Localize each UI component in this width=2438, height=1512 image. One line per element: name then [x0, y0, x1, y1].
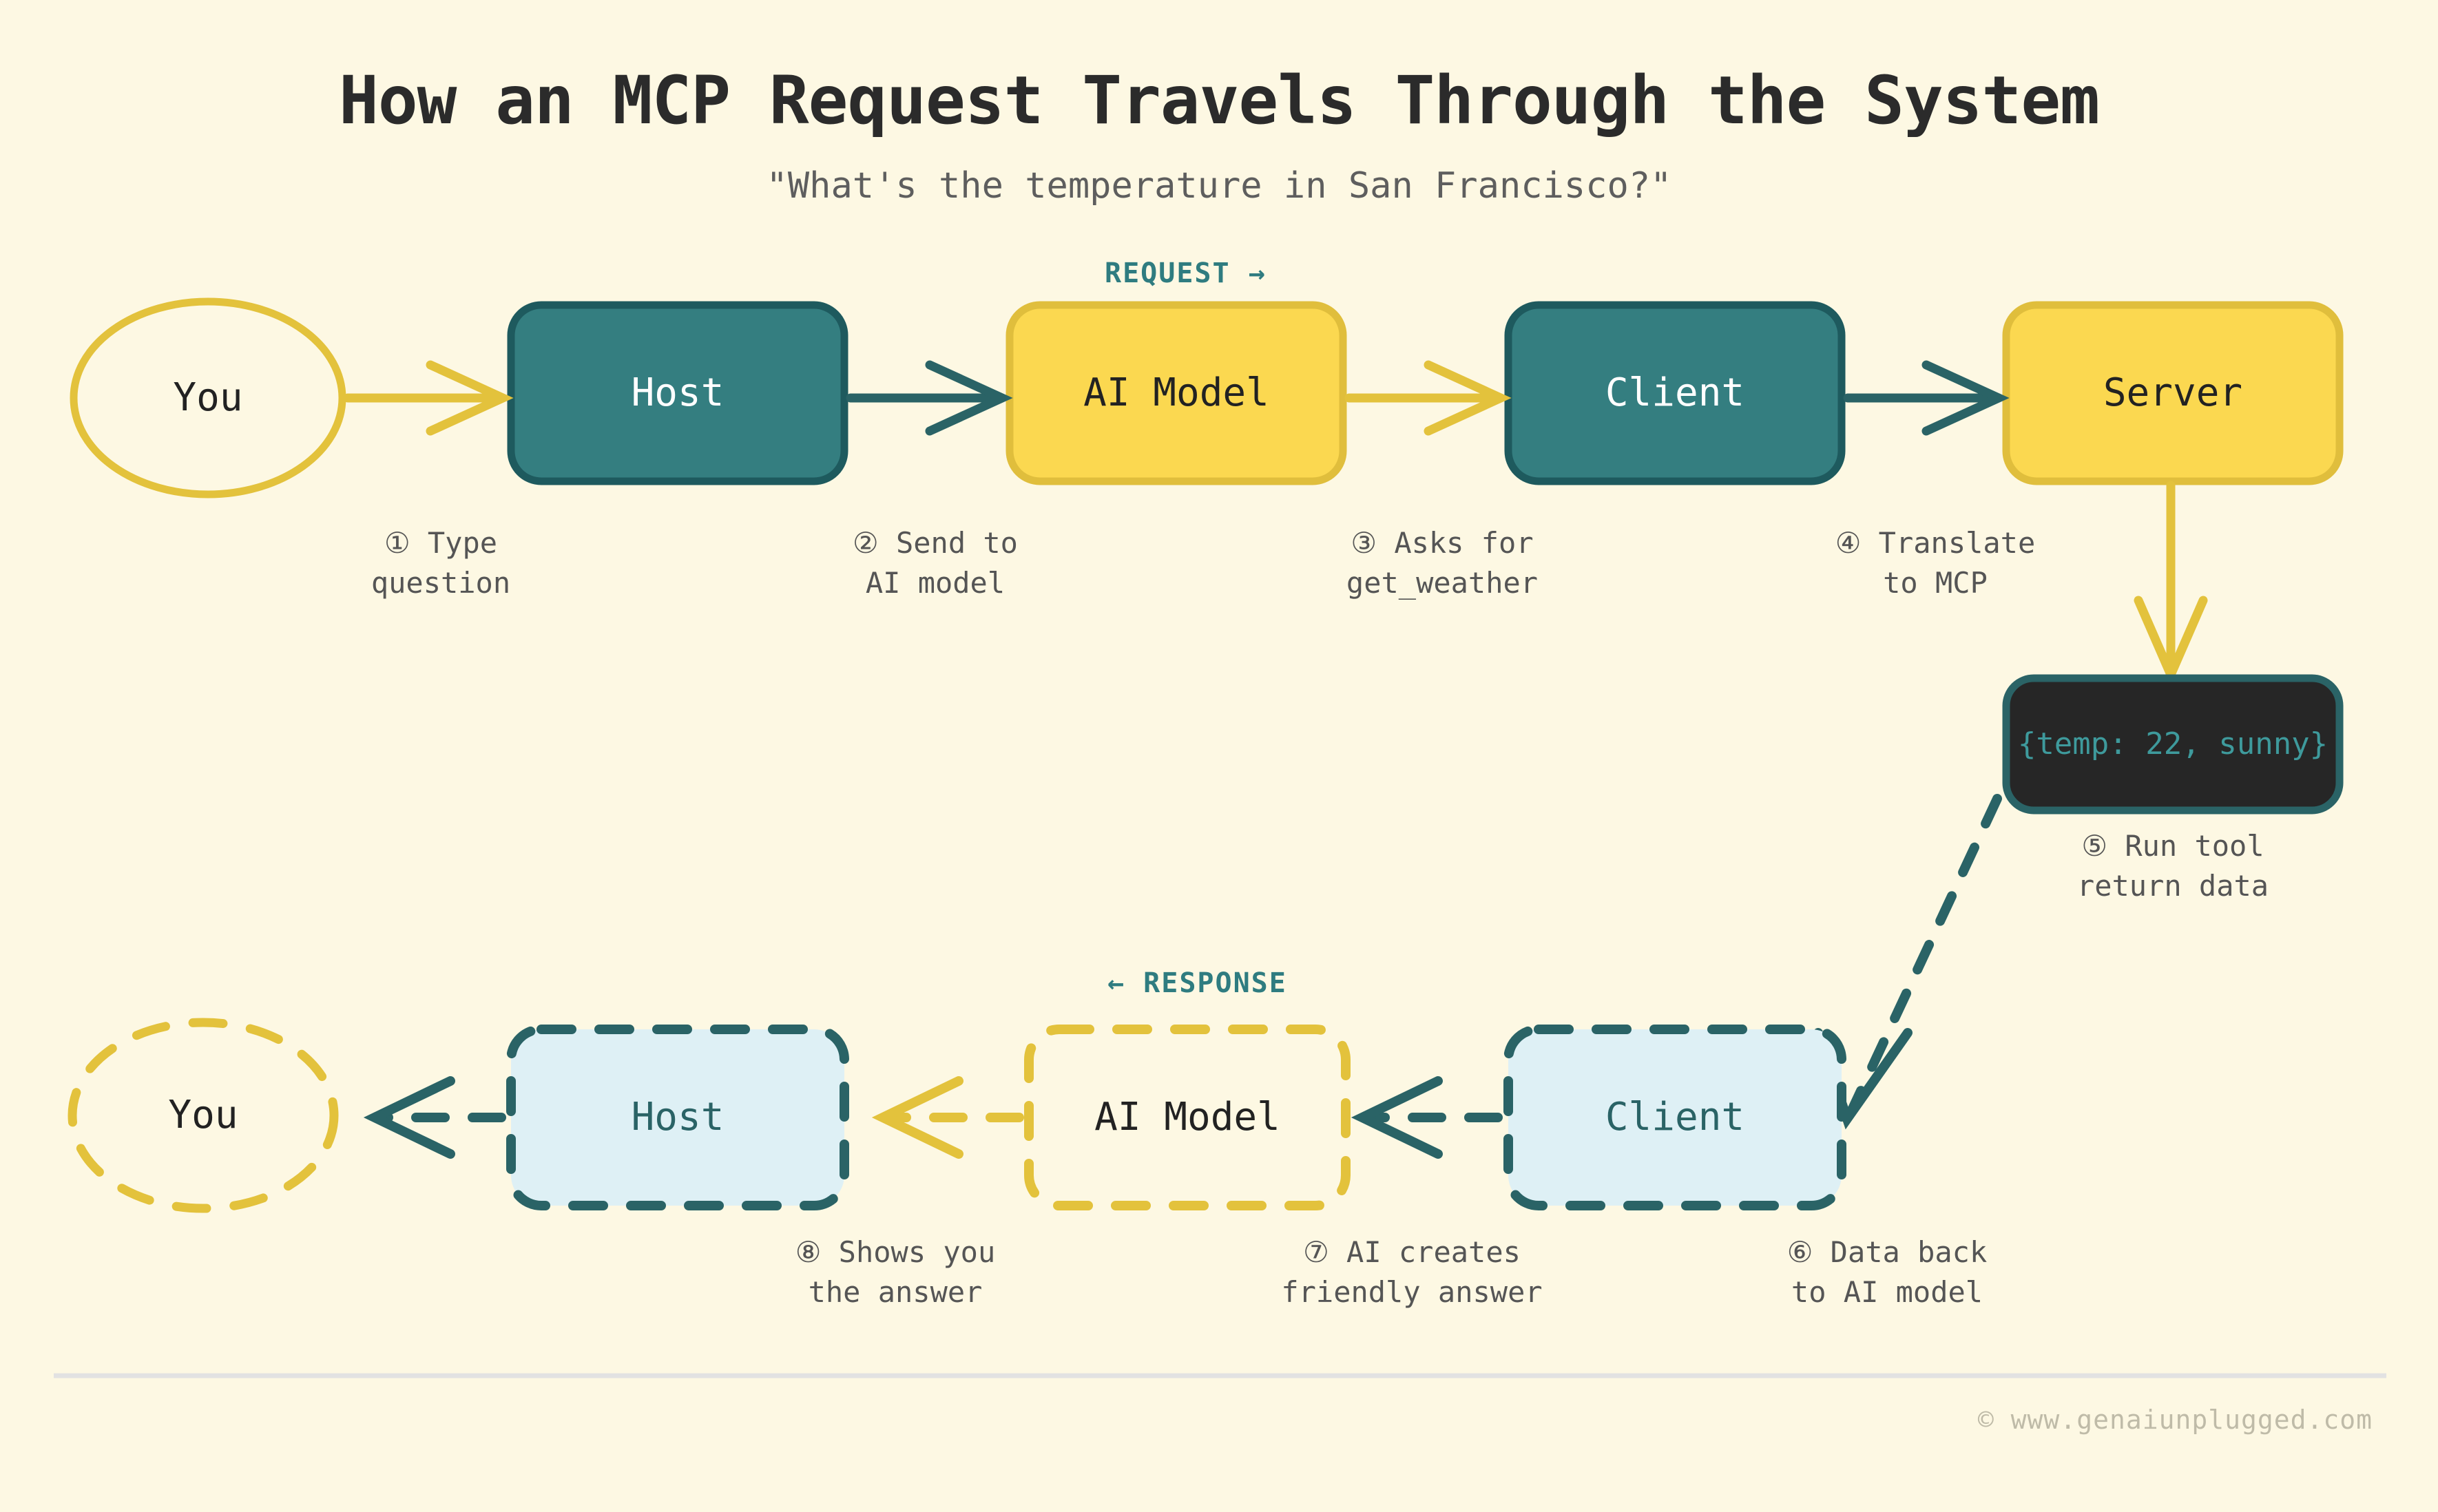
- step-caption-4: ④ Translate to MCP: [1835, 526, 2036, 600]
- node-label-ai-model-request: AI Model: [1083, 370, 1269, 415]
- step-caption-7: ⑦ AI creates friendly answer: [1281, 1235, 1543, 1309]
- node-label-you-request: You: [173, 375, 243, 420]
- arrow-ai-model-to-client: [1344, 360, 1512, 436]
- band-label-request: REQUEST →: [1105, 258, 1267, 289]
- page-subtitle: "What's the temperature in San Francisco…: [766, 165, 1672, 207]
- node-label-host-request: Host: [631, 370, 725, 415]
- step-caption-5: ⑤ Run tool return data: [2076, 829, 2269, 903]
- arrow-ai-model-to-host-response: [871, 1076, 1024, 1159]
- node-label-ai-model-response: AI Model: [1094, 1094, 1280, 1140]
- arrow-client-to-server: [1843, 360, 2010, 436]
- node-label-you-response: You: [168, 1092, 238, 1137]
- step-caption-8: ⑧ Shows you the answer: [795, 1235, 996, 1309]
- arrow-you-to-host: [343, 360, 514, 436]
- node-label-client-response: Client: [1605, 1094, 1745, 1140]
- step-caption-6: ⑥ Data back to AI model: [1786, 1235, 1988, 1309]
- step-caption-2: ② Send to AI model: [853, 526, 1018, 600]
- node-label-host-response: Host: [631, 1094, 725, 1140]
- band-label-response: ← RESPONSE: [1107, 967, 1287, 999]
- node-label-client-request: Client: [1605, 370, 1745, 415]
- step-caption-3: ③ Asks for get_weather: [1346, 526, 1539, 600]
- node-label-server-request: Server: [2103, 370, 2243, 415]
- page-title: How an MCP Request Travels Through the S…: [339, 62, 2100, 139]
- arrow-host-to-you-response: [363, 1076, 506, 1159]
- tool-result-label: {temp: 22, sunny}: [2017, 726, 2328, 762]
- arrow-server-to-tool-result: [2134, 481, 2208, 686]
- footer-attribution: © www.genaiunplugged.com: [1977, 1405, 2373, 1435]
- step-caption-1: ① Type question: [371, 526, 511, 600]
- arrow-tool-result-to-client: [1813, 794, 2002, 1130]
- arrow-host-to-ai-model: [846, 360, 1013, 436]
- arrow-client-to-ai-model-response: [1351, 1076, 1503, 1159]
